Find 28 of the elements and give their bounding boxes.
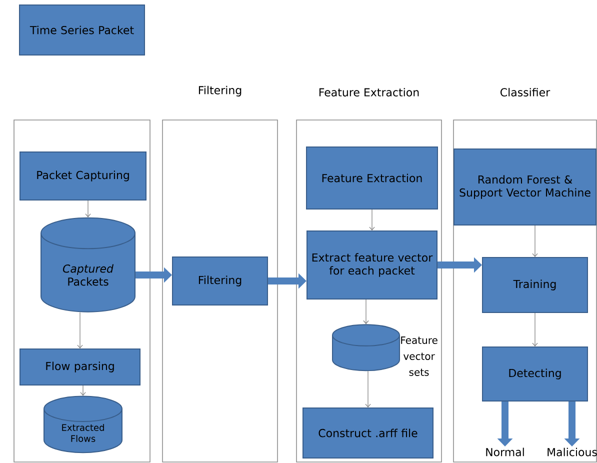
process-box: Detecting	[482, 346, 588, 402]
outcome-label: Malicious	[548, 448, 597, 456]
arrow	[77, 312, 83, 348]
arrow	[80, 385, 86, 396]
outcome-label: Normal	[486, 448, 524, 456]
cylinder-caption: Feature vector sets	[401, 336, 438, 376]
node-label: Filtering	[198, 86, 242, 96]
process-box: Training	[482, 257, 588, 313]
database-cylinder	[332, 324, 400, 372]
process-box: Filtering	[172, 256, 268, 306]
arrow	[369, 209, 375, 230]
arrow	[365, 370, 371, 408]
arrow	[532, 312, 538, 346]
database-cylinder: Extracted Flows	[44, 396, 122, 454]
process-box: Extract feature vector for each packet	[306, 230, 438, 300]
process-box: Flow parsing	[20, 348, 140, 386]
arrow	[363, 299, 369, 324]
arrow	[85, 200, 91, 218]
node-label: Feature Extraction	[319, 88, 419, 96]
process-box: Random Forest & Support Vector Machine	[454, 148, 596, 226]
arrow	[532, 225, 538, 257]
node-label: Classifier	[500, 88, 550, 96]
process-box: Time Series Packet	[19, 4, 145, 56]
database-cylinder: Captured Packets	[40, 217, 136, 312]
swimlane	[14, 120, 150, 462]
process-box: Construct .arff file	[302, 408, 434, 458]
process-box: Feature Extraction	[306, 146, 438, 210]
process-box: Packet Capturing	[20, 152, 146, 200]
